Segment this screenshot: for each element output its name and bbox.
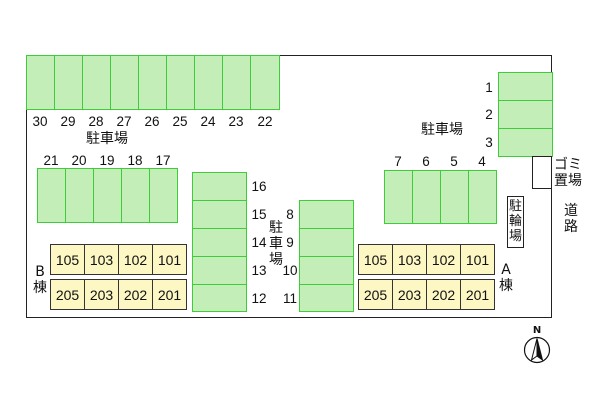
space-number: 13: [251, 263, 267, 278]
unit-a-103: 103: [392, 244, 427, 275]
space-number: 18: [127, 153, 143, 168]
unit-b-205: 205: [50, 279, 85, 310]
space-number: 5: [450, 154, 458, 169]
parking-space-12: [192, 284, 247, 312]
parking-space-7: [384, 170, 413, 224]
unit-a-201: 201: [460, 279, 495, 310]
space-number: 28: [88, 114, 104, 129]
parking-space-23: [222, 55, 251, 110]
unit-a-205: 205: [358, 279, 393, 310]
unit-a-203: 203: [392, 279, 427, 310]
space-number: 14: [251, 235, 267, 250]
space-number: 3: [485, 135, 493, 150]
unit-b-102: 102: [118, 244, 153, 275]
north-letter: N: [532, 325, 542, 336]
parking-space-9: [299, 228, 354, 257]
road-label: 道路: [564, 203, 578, 235]
parking-space-21: [37, 168, 66, 223]
parking-space-19: [93, 168, 122, 223]
parking-space-1: [498, 72, 553, 101]
parking-space-26: [138, 55, 167, 110]
parking-space-13: [192, 256, 247, 285]
space-number: 1: [485, 80, 493, 95]
parking-space-10: [299, 256, 354, 285]
parking-label-center: 駐車場: [269, 220, 283, 268]
bicycle-parking-label: 駐輪場: [508, 199, 522, 244]
unit-b-201: 201: [152, 279, 187, 310]
garbage-label: ゴミ置場: [554, 157, 582, 189]
unit-a-105: 105: [358, 244, 393, 275]
space-number: 30: [32, 114, 48, 129]
unit-b-103: 103: [84, 244, 119, 275]
space-number: 2: [485, 107, 493, 122]
parking-space-4: [468, 170, 497, 224]
parking-label-top-right: 駐車場: [421, 122, 463, 138]
parking-space-29: [54, 55, 83, 110]
parking-label-top-left: 駐車場: [86, 131, 128, 147]
unit-b-202: 202: [118, 279, 153, 310]
parking-space-8: [299, 200, 354, 229]
space-number: 25: [172, 114, 188, 129]
space-number: 21: [43, 153, 59, 168]
unit-b-105: 105: [50, 244, 85, 275]
parking-space-22: [250, 55, 280, 110]
parking-space-2: [498, 100, 553, 129]
parking-space-11: [299, 284, 354, 312]
space-number: 11: [282, 291, 297, 306]
garbage-area: [532, 156, 552, 189]
space-number: 4: [478, 154, 486, 169]
space-number: 22: [257, 114, 273, 129]
space-number: 10: [282, 263, 298, 278]
unit-b-101: 101: [152, 244, 187, 275]
north-arrow: N: [522, 326, 552, 366]
space-number: 23: [228, 114, 244, 129]
space-number: 7: [394, 154, 402, 169]
space-number: 20: [71, 153, 87, 168]
parking-space-14: [192, 228, 247, 257]
space-number: 16: [251, 179, 267, 194]
parking-space-15: [192, 200, 247, 229]
space-number: 8: [286, 207, 294, 222]
space-number: 9: [286, 235, 294, 250]
space-number: 17: [155, 153, 171, 168]
parking-space-25: [166, 55, 195, 110]
parking-space-6: [412, 170, 441, 224]
building-a-label: A棟: [499, 262, 513, 294]
parking-space-3: [498, 128, 553, 157]
space-number: 27: [116, 114, 132, 129]
parking-space-16: [192, 172, 247, 201]
bicycle-parking: 駐輪場: [507, 196, 524, 248]
parking-space-20: [65, 168, 94, 223]
unit-b-203: 203: [84, 279, 119, 310]
unit-a-202: 202: [426, 279, 461, 310]
parking-space-24: [194, 55, 223, 110]
parking-space-27: [110, 55, 139, 110]
unit-a-101: 101: [460, 244, 495, 275]
parking-space-5: [440, 170, 469, 224]
space-number: 26: [144, 114, 160, 129]
space-number: 6: [422, 154, 430, 169]
parking-space-30: [26, 55, 55, 110]
parking-space-18: [121, 168, 150, 223]
space-number: 19: [99, 153, 115, 168]
parking-space-17: [149, 168, 178, 223]
space-number: 29: [60, 114, 76, 129]
parking-space-28: [82, 55, 111, 110]
space-number: 15: [251, 207, 267, 222]
building-b-label: B棟: [33, 264, 47, 296]
space-number: 12: [251, 291, 267, 306]
compass-icon: [523, 336, 551, 364]
unit-a-102: 102: [426, 244, 461, 275]
space-number: 24: [200, 114, 216, 129]
